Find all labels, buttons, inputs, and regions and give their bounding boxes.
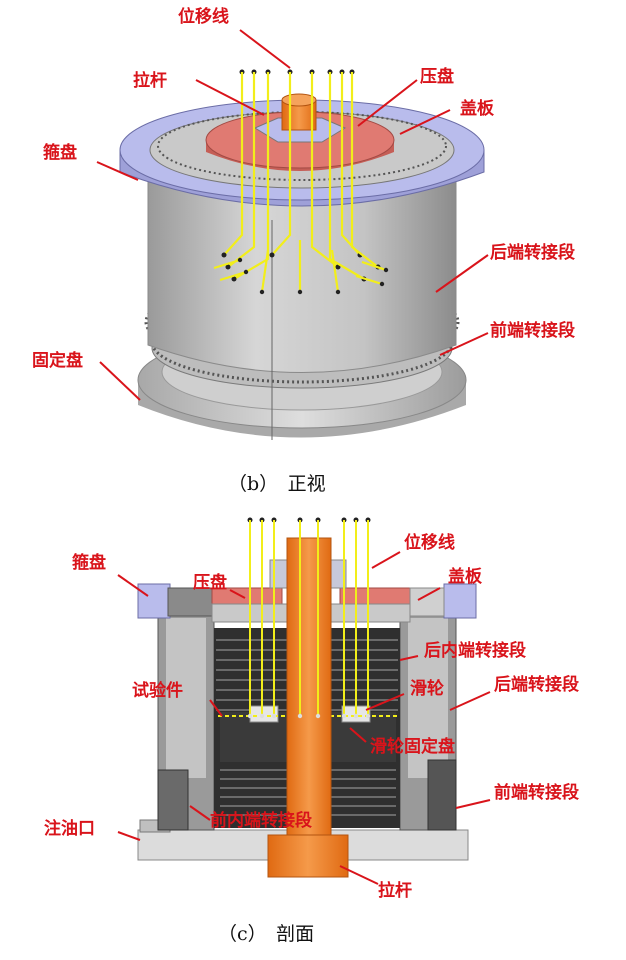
label-pulley-c: 滑轮 — [410, 678, 444, 699]
wire-line — [350, 72, 379, 268]
wire-end-dot — [353, 713, 359, 719]
label-displacement-wire-c: 位移线 — [404, 532, 455, 553]
wire-stub — [355, 274, 383, 286]
label-fixed-plate-b: 固定盘 — [32, 350, 83, 371]
wire-end-dot — [365, 713, 371, 719]
wire-stub — [219, 270, 247, 282]
wire-end-dot — [297, 713, 303, 719]
label-pull-rod-c: 拉杆 — [378, 880, 412, 901]
pull-rod-section — [267, 537, 349, 878]
label-rear-transition-c: 后端转接段 — [494, 674, 579, 695]
wire-stub-dot — [335, 289, 341, 295]
displacement-wires-3d — [213, 69, 389, 295]
label-front-transition-c: 前端转接段 — [494, 782, 579, 803]
wire-line — [310, 72, 339, 268]
wire-end-dot — [259, 713, 265, 719]
wire-stub-dot — [237, 257, 243, 263]
figure-b-front-view: 位移线 拉杆 压盘 盖板 箍盘 后端转接段 前端转接段 固定盘 （b） 正视 — [32, 6, 575, 495]
wire-stub-dot — [259, 289, 265, 295]
label-rear-transition-b: 后端转接段 — [490, 242, 575, 263]
wire-end-dot — [231, 276, 237, 282]
cylinder-body-3d — [147, 177, 457, 440]
label-pulley-fixed-plate-c: 滑轮固定盘 — [370, 736, 455, 757]
label-front-transition-b: 前端转接段 — [490, 320, 575, 341]
displacement-wires-section — [247, 517, 371, 719]
wire-stub — [260, 249, 270, 293]
wire-end-dot — [221, 252, 227, 258]
wire-end-dot — [315, 713, 321, 719]
label-hoop-plate-c: 箍盘 — [72, 552, 106, 573]
wire-line — [328, 72, 365, 280]
caption-b: （b） 正视 — [228, 473, 326, 495]
wire-stub — [330, 249, 340, 293]
caption-c: （c） 剖面 — [218, 923, 314, 945]
front-transition-right — [427, 759, 457, 831]
label-cover-plate-c: 盖板 — [448, 566, 483, 587]
wire-end-dot — [269, 252, 275, 258]
label-front-inner-transition-c: 前内端转接段 — [210, 810, 312, 831]
wire-stub — [361, 260, 387, 272]
wire-end-dot — [341, 713, 347, 719]
label-rear-inner-transition-c: 后内端转接段 — [424, 640, 526, 661]
label-pressure-plate-c: 压盘 — [193, 572, 227, 593]
label-oil-inlet-c: 注油口 — [44, 818, 95, 839]
wire-end-dot — [247, 713, 253, 719]
label-test-piece-c: 试验件 — [132, 680, 183, 701]
wire-stub-dot — [379, 281, 385, 287]
label-pull-rod-b: 拉杆 — [133, 70, 167, 91]
label-cover-plate-b: 盖板 — [460, 98, 495, 119]
wire-stub-dot — [243, 269, 249, 275]
front-transition-left — [157, 769, 189, 831]
label-hoop-plate-b: 箍盘 — [43, 142, 77, 163]
wire-stub-dot — [297, 289, 303, 295]
wire-stub-dot — [383, 267, 389, 273]
wire-end-dot — [271, 713, 277, 719]
leader-lines-b — [96, 29, 489, 401]
label-pressure-plate-b: 压盘 — [420, 66, 454, 87]
wire-stub — [213, 258, 241, 270]
figure-c-section-view: 箍盘 压盘 位移线 盖板 后内端转接段 试验件 滑轮 后端转接段 滑轮固定盘 前… — [44, 517, 579, 945]
wire-end-dot — [225, 264, 231, 270]
leader-lines-c — [117, 551, 491, 885]
wire-end-dot — [335, 264, 341, 270]
label-displacement-wire-b: 位移线 — [178, 6, 229, 27]
wire-line — [271, 72, 292, 256]
wire-line — [223, 72, 244, 256]
